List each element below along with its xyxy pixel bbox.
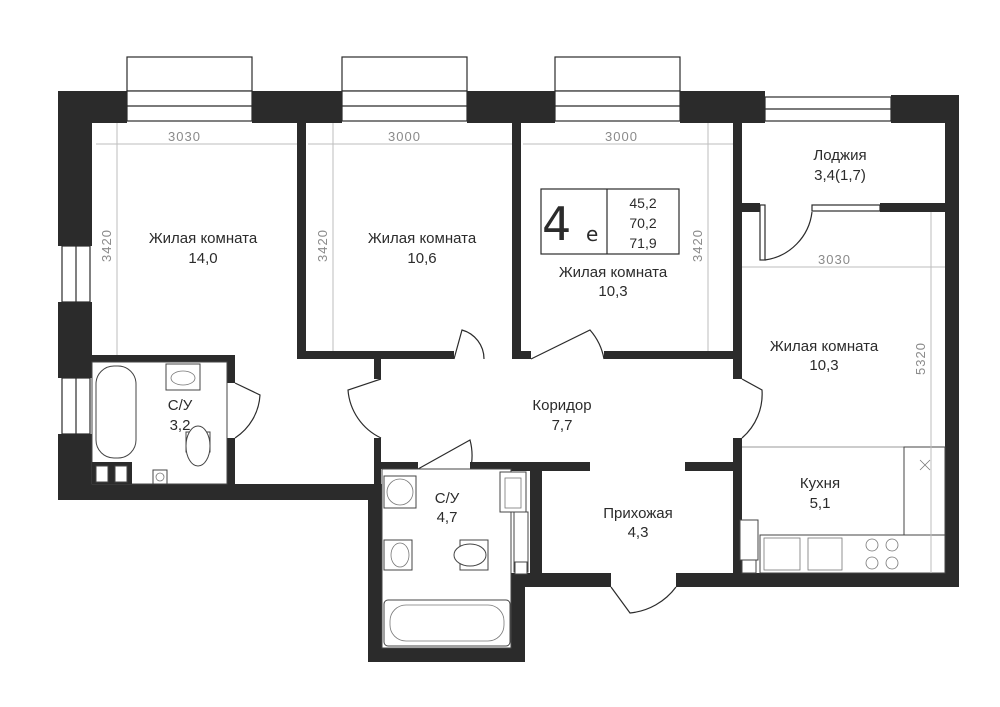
window-room-3 <box>554 56 681 122</box>
room-3-area: 10,3 <box>598 283 627 300</box>
bathroom-1-area: 3,2 <box>170 417 191 434</box>
bathroom-2-area: 4,7 <box>437 509 458 526</box>
kitchen-name: Кухня <box>800 475 840 492</box>
apartment-type-letter: е <box>586 222 598 246</box>
dim-room3-depth: 3420 <box>690 229 705 262</box>
dim-room2-width: 3000 <box>388 129 421 144</box>
walls <box>58 91 959 662</box>
dimension-lines <box>96 123 945 573</box>
window-left-2 <box>61 377 91 435</box>
bathroom-2-name: С/У <box>435 490 460 507</box>
bathroom-2-fixtures <box>381 468 529 649</box>
dim-room1-depth: 3420 <box>99 229 114 262</box>
room-4-area: 10,3 <box>809 357 838 374</box>
window-room-1 <box>126 56 253 122</box>
room-4-name: Жилая комната <box>770 338 879 355</box>
window-left-1 <box>61 245 91 303</box>
room-2-area: 10,6 <box>407 250 436 267</box>
kitchen-fixtures <box>739 446 946 574</box>
apartment-area-total: 70,2 <box>629 215 656 231</box>
room-3-name: Жилая комната <box>559 264 668 281</box>
corridor-name: Коридор <box>532 397 591 414</box>
loggia-name: Лоджия <box>813 147 866 164</box>
apartment-type-number: 4 <box>542 197 571 251</box>
window-room-2 <box>341 56 468 122</box>
corridor-area: 7,7 <box>552 417 573 434</box>
window-loggia <box>764 96 892 122</box>
room-1-name: Жилая комната <box>149 230 258 247</box>
apartment-area-with-loggia: 71,9 <box>629 235 656 251</box>
loggia-area: 3,4(1,7) <box>814 167 866 184</box>
kitchen-area: 5,1 <box>810 495 831 512</box>
hallway-name: Прихожая <box>603 505 673 522</box>
apartment-badge: 4 е 45,2 70,2 71,9 <box>540 188 680 255</box>
dim-room4-width: 3030 <box>818 252 851 267</box>
room-1-area: 14,0 <box>188 250 217 267</box>
hallway-area: 4,3 <box>628 524 649 541</box>
apartment-area-living: 45,2 <box>629 195 656 211</box>
bathroom-1-name: С/У <box>168 397 193 414</box>
doors <box>234 204 881 614</box>
dim-room2-depth: 3420 <box>315 229 330 262</box>
dim-room1-width: 3030 <box>168 129 201 144</box>
bathroom-1-fixtures <box>91 361 228 485</box>
room-2-name: Жилая комната <box>368 230 477 247</box>
dim-room4-depth: 5320 <box>913 342 928 375</box>
dim-room3-width: 3000 <box>605 129 638 144</box>
